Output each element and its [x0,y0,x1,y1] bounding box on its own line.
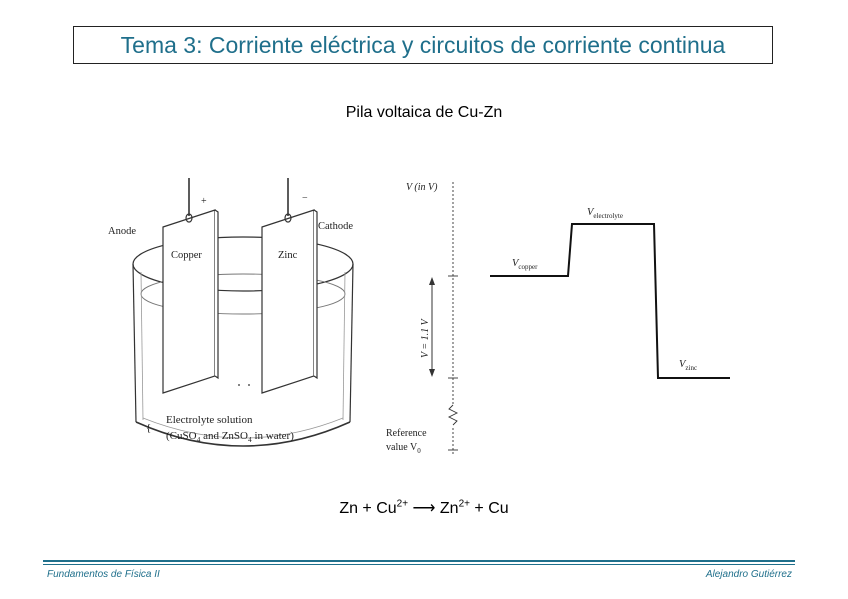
electrolyte-label-line2: (CuSO4 and ZnSO4 in water) [166,430,294,444]
copper-electrode [162,209,216,394]
svg-text:{: { [146,422,151,434]
minus-sign: − [302,193,308,204]
potential-curve [490,223,730,379]
axis-break [447,404,459,426]
electrolyte-label-line1: Electrolyte solution [166,414,253,426]
reference-label-line1: Reference [386,428,427,439]
container-bottom [135,421,351,447]
zinc-label: Zinc [278,250,298,261]
plus-sign: + [201,196,207,207]
voltage-difference-label: V = 1.1 V [420,317,431,358]
cell-labels: Anode Cathode Copper Zinc + − Electrolyt… [108,193,353,444]
copper-potential-label: Vcopper [512,258,538,271]
potential-labels: V (in V) Vcopper Velectrolyte Vzinc V = … [386,182,697,455]
axis-label: V (in V) [406,182,438,193]
reaction-equation: Zn + Cu2+ ⟶ Zn2+ + Cu [339,498,509,517]
container-wall-right [349,263,354,423]
zinc-electrode [261,209,315,394]
footer-divider [43,560,795,562]
voltaic-cell [132,178,354,447]
footer-author: Alejandro Gutiérrez [705,569,792,580]
potential-diagram [429,182,730,455]
copper-label: Copper [171,250,202,261]
reference-label-line2: value V0 [386,442,421,455]
slide-subtitle: Pila voltaica de Cu-Zn [345,104,503,121]
zinc-potential-label: Vzinc [679,359,697,372]
title-box: Tema 3: Corriente eléctrica y circuitos … [73,26,773,64]
footer-course: Fundamentos de Física II [47,569,160,580]
cathode-label: Cathode [318,221,353,232]
footer-divider-thin [43,564,795,565]
anode-label: Anode [108,226,136,237]
slide-title: Tema 3: Corriente eléctrica y circuitos … [120,31,726,58]
electrolyte-potential-label: Velectrolyte [587,207,623,220]
container-wall-left [132,263,137,423]
